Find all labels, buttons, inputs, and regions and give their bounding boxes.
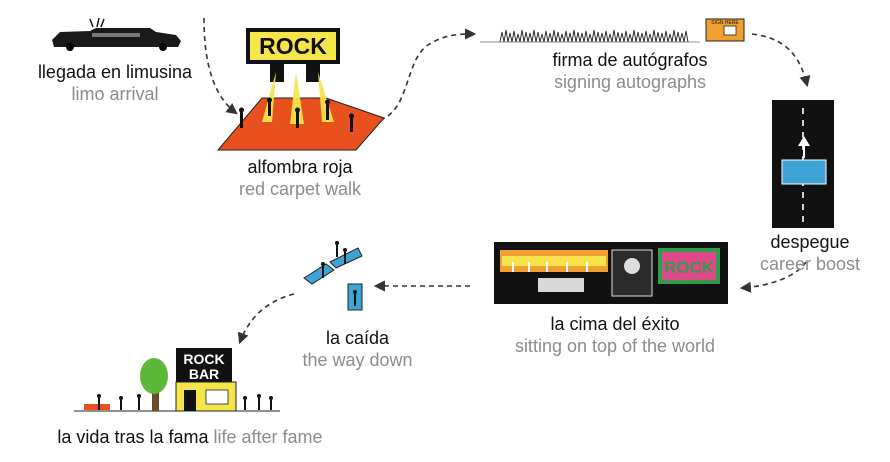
- stage-label-es: llegada en limusina: [37, 62, 193, 82]
- stage-label-en: limo arrival: [71, 84, 159, 104]
- stage-label-es: despegue: [770, 232, 850, 252]
- stage-label-en: sitting on top of the world: [514, 336, 716, 356]
- stage-label-the-fall: la caída the way down: [280, 327, 435, 371]
- limousine-illustration: [52, 17, 181, 51]
- arrow-autographs-to-takeoff: [751, 33, 811, 88]
- flow-arrows: [203, 17, 811, 345]
- stage-label-red-carpet: alfombra roja red carpet walk: [200, 156, 400, 200]
- autograph-sign-text: SIGN HERE: [711, 20, 739, 26]
- stage-label-en: life after fame: [213, 427, 323, 447]
- rock-sign-text: ROCK: [259, 33, 327, 59]
- rock-bar-sign-bottom: BAR: [189, 366, 219, 382]
- red-carpet-illustration: [216, 28, 385, 151]
- rock-bar-sign-top: ROCK: [183, 351, 224, 367]
- stage-label-es: firma de autógrafos: [552, 50, 708, 70]
- stage-label-limo-arrival: llegada en limusina limo arrival: [20, 61, 210, 105]
- stage-label-life-after-fame: la vida tras la fama life after fame: [30, 426, 350, 448]
- stage-label-en: signing autographs: [553, 72, 707, 92]
- stage-label-autographs: firma de autógrafos signing autographs: [520, 49, 740, 93]
- runway-illustration: [772, 100, 834, 228]
- arrow-fall-to-afterfame: [237, 293, 295, 345]
- stage-label-en: red carpet walk: [238, 179, 362, 199]
- stage-label-en: the way down: [302, 350, 413, 370]
- arrow-takeoff-to-top: [739, 261, 807, 293]
- autograph-crowd-illustration: [480, 18, 745, 43]
- stage-label-career-boost: despegue career boost: [740, 231, 880, 275]
- stage-label-es: la cima del éxito: [550, 314, 680, 334]
- arrow-carpet-to-autographs: [379, 28, 477, 121]
- stage-label-es: la vida tras la fama: [57, 427, 209, 447]
- stage-label-top-of-world: la cima del éxito sitting on top of the …: [490, 313, 740, 357]
- stage-sign-text: ROCK: [664, 258, 715, 277]
- stage-label-es: alfombra roja: [247, 157, 353, 177]
- rock-bar-illustration: [74, 348, 280, 412]
- stage-label-es: la caída: [325, 328, 390, 348]
- concert-stage-illustration: [494, 242, 728, 304]
- falling-staircase-illustration: [303, 241, 363, 311]
- arrow-limo-to-carpet: [203, 17, 238, 115]
- stage-label-en: career boost: [759, 254, 861, 274]
